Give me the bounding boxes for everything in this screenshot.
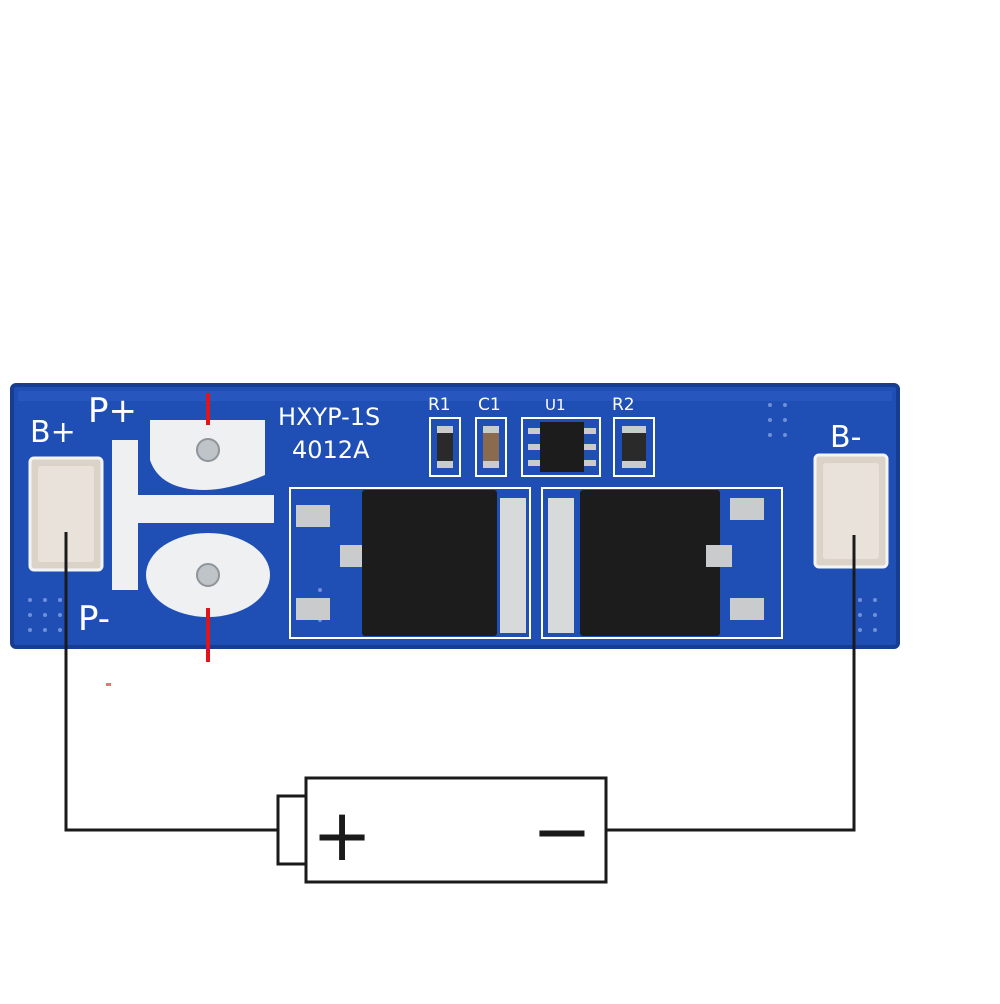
- center-trace: [112, 440, 274, 590]
- p-plus-pad: [150, 420, 265, 490]
- battery-plus-symbol: +: [312, 793, 372, 877]
- label-part: 4012A: [292, 436, 370, 464]
- capacitor-c1: [475, 417, 507, 477]
- label-b-plus: B+: [30, 415, 76, 450]
- label-r1: R1: [428, 395, 451, 415]
- ic-u1: [521, 417, 601, 477]
- battery-body: [304, 776, 608, 884]
- p-minus-pad: [146, 533, 270, 617]
- b-minus-pad: [813, 453, 889, 569]
- wires: [64, 532, 856, 832]
- red-speck: [106, 683, 111, 686]
- battery-symbol: [276, 776, 608, 884]
- label-u1: U1: [545, 396, 566, 414]
- mosfet-outline-right: [541, 487, 783, 639]
- resistor-r2: [613, 417, 655, 477]
- battery-terminal-cap: [276, 794, 308, 866]
- label-b-minus: B-: [830, 420, 861, 455]
- battery-minus-symbol: −: [532, 789, 592, 873]
- mosfet-outline-left: [289, 487, 531, 639]
- via-dots: [28, 403, 877, 632]
- mosfet-left: [296, 490, 526, 636]
- label-p-minus: P-: [78, 599, 110, 639]
- wire-b-plus-to-battery: [64, 532, 278, 832]
- label-c1: C1: [478, 395, 501, 415]
- wire-b-minus-to-battery: [607, 535, 856, 832]
- resistor-r1: [429, 417, 461, 477]
- label-r2: R2: [612, 395, 635, 415]
- mosfet-right: [548, 490, 764, 636]
- label-model: HXYP-1S: [278, 403, 380, 431]
- label-p-plus: P+: [88, 391, 137, 431]
- pcb-highlight: [18, 391, 892, 401]
- b-plus-pad: [28, 456, 104, 572]
